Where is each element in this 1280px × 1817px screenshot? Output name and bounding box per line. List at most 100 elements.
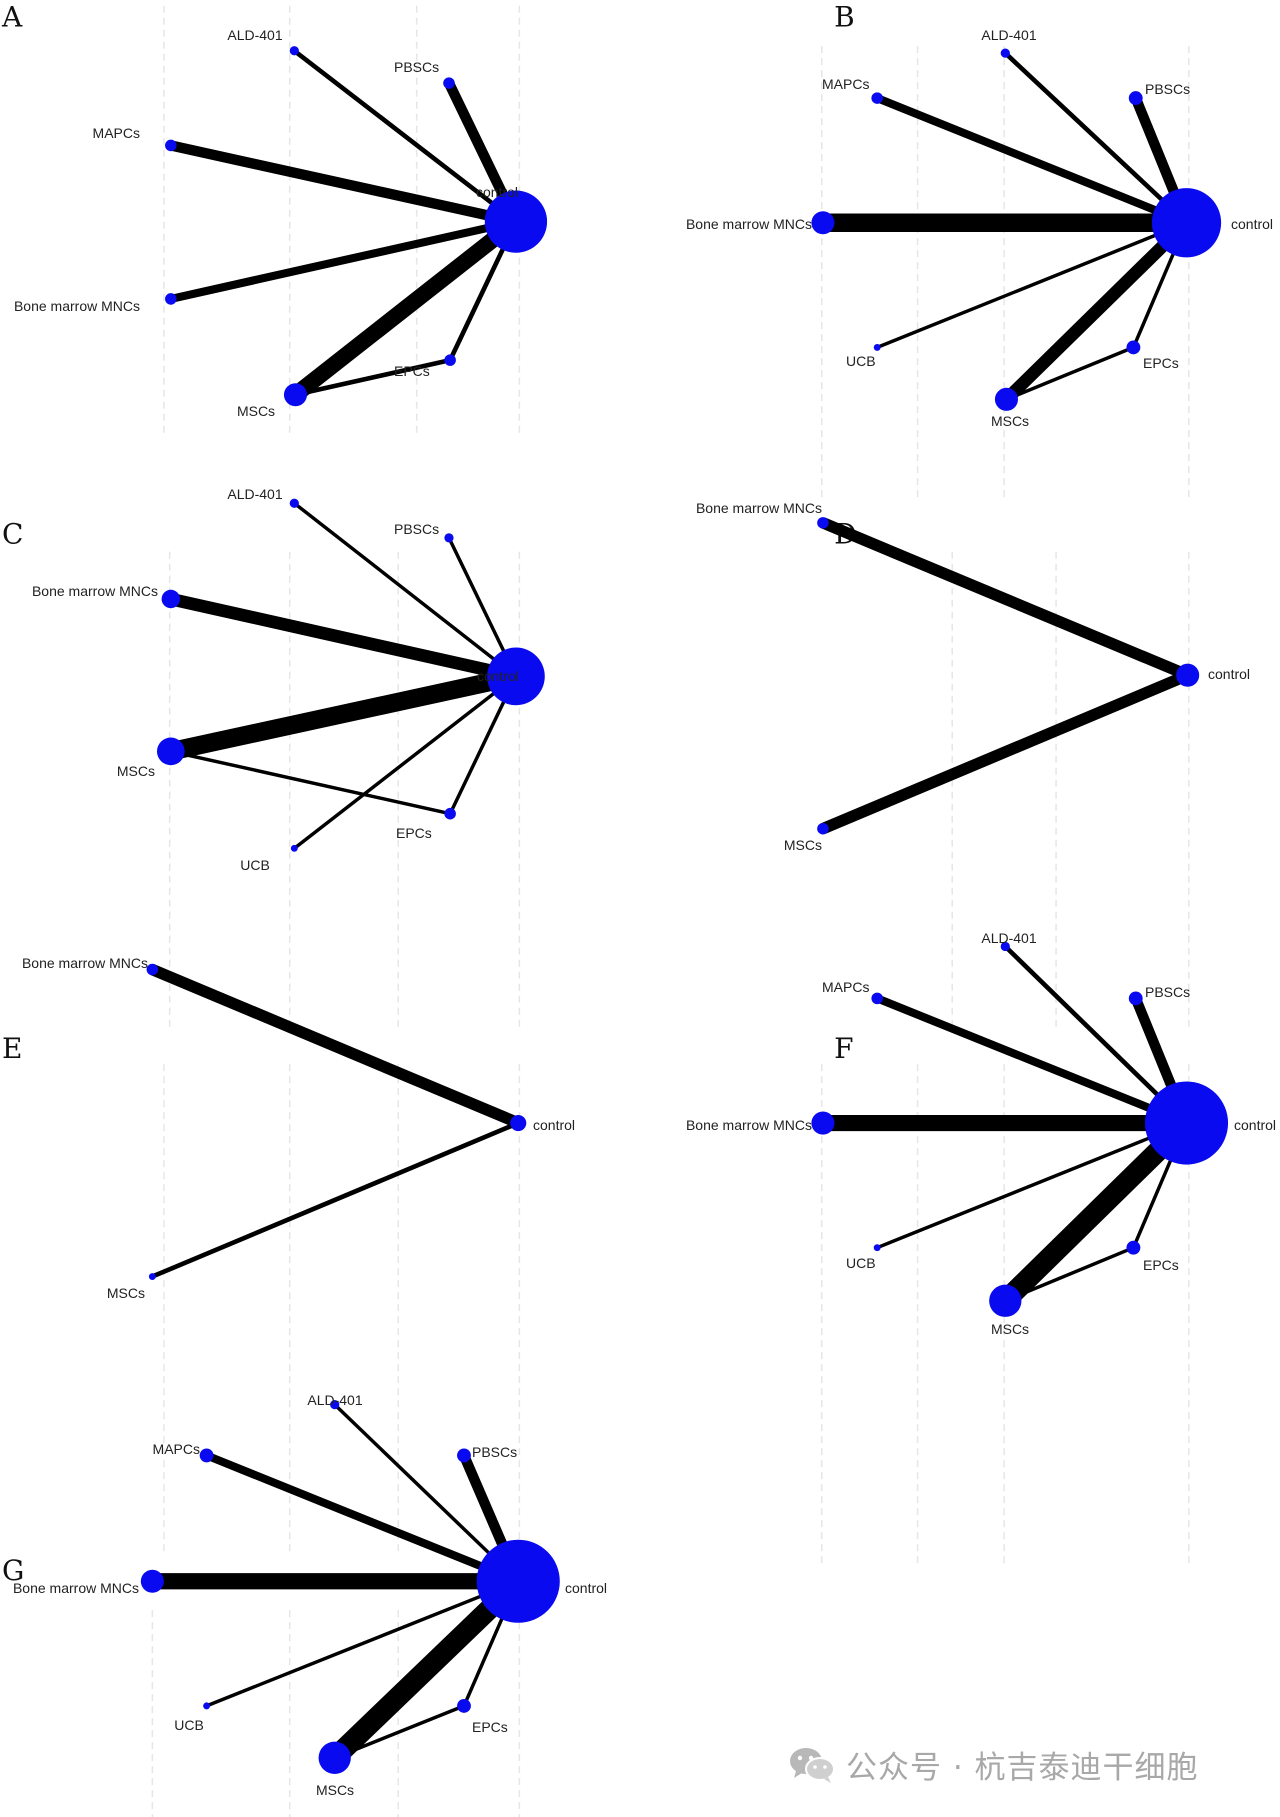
node-mscs: [989, 1284, 1022, 1317]
node-label-epcs: EPCs: [394, 363, 430, 379]
node-label-mscs: MSCs: [991, 413, 1029, 429]
node-bone-marrow-mncs: [817, 517, 829, 529]
node-bone-marrow-mncs: [165, 293, 177, 305]
node-ald-401: [1000, 941, 1010, 952]
edge-control-to-ucb: [293, 674, 517, 850]
node-label-control: control: [565, 1580, 607, 1596]
node-ucb: [873, 343, 881, 351]
edge-control-to-bone-marrow-mncs: [150, 964, 521, 1129]
node-control: [1144, 1081, 1229, 1165]
node-label-bone-marrow-mncs: Bone marrow MNCs: [14, 298, 140, 314]
node-label-mscs: MSCs: [237, 403, 275, 419]
edge-control-to-ald-401: [333, 1403, 520, 1583]
node-mscs: [318, 1741, 351, 1774]
edge-control-to-mapcs: [169, 140, 518, 227]
edge-control-to-ald-401: [293, 501, 517, 678]
node-ald-401: [289, 46, 299, 56]
node-mapcs: [199, 1448, 214, 1463]
edge-control-to-bone-marrow-mncs: [820, 517, 1190, 681]
edge-control-to-ald-401: [1003, 51, 1189, 225]
node-label-control: control: [1234, 1117, 1276, 1133]
node-mscs: [156, 737, 185, 766]
edge-mscs-to-epcs: [1004, 1246, 1135, 1303]
node-mscs: [994, 387, 1018, 411]
node-bone-marrow-mncs: [811, 211, 835, 235]
node-label-mscs: MSCs: [316, 1782, 354, 1798]
edge-control-to-ald-401: [292, 48, 518, 224]
edge-control-to-mapcs: [875, 94, 1189, 227]
edge-control-to-mscs: [151, 1120, 520, 1279]
edge-control-to-mscs: [998, 1115, 1194, 1309]
node-label-control: control: [476, 184, 518, 200]
node-label-bone-marrow-mncs: Bone marrow MNCs: [13, 1580, 139, 1596]
node-control: [484, 190, 548, 253]
node-label-ald-401: ALD-401: [227, 27, 282, 43]
edge-control-to-mscs: [820, 669, 1190, 835]
node-ald-401: [330, 1400, 340, 1410]
node-ucb: [873, 1244, 881, 1252]
node-bone-marrow-mncs: [140, 1569, 164, 1593]
node-mapcs: [871, 92, 883, 104]
node-label-mapcs: MAPCs: [822, 76, 869, 92]
node-label-ucb: UCB: [174, 1717, 204, 1733]
node-label-pbscs: PBSCs: [394, 521, 439, 537]
node-label-control: control: [1231, 216, 1273, 232]
node-label-bone-marrow-mncs: Bone marrow MNCs: [686, 216, 812, 232]
node-epcs: [457, 1698, 471, 1713]
node-label-ald-401: ALD-401: [981, 27, 1036, 43]
node-control: [510, 1114, 527, 1132]
node-label-bone-marrow-mncs: Bone marrow MNCs: [32, 583, 158, 599]
panel-letter: B: [834, 0, 855, 33]
node-label-ucb: UCB: [240, 857, 270, 873]
edge-control-to-bone-marrow-mncs: [169, 592, 518, 683]
node-label-pbscs: PBSCs: [1145, 984, 1190, 1000]
node-label-mapcs: MAPCs: [93, 125, 140, 141]
node-pbscs: [444, 533, 454, 543]
node-mapcs: [871, 992, 883, 1005]
node-label-ald-401: ALD-401: [981, 930, 1036, 946]
node-control: [487, 647, 545, 706]
node-bone-marrow-mncs: [811, 1111, 835, 1135]
node-pbscs: [1128, 91, 1143, 106]
node-label-ucb: UCB: [846, 1255, 876, 1271]
node-label-control: control: [477, 668, 519, 684]
edge-control-to-ald-401: [1003, 944, 1189, 1125]
node-pbscs: [1128, 991, 1143, 1006]
edge-control-to-mapcs: [875, 994, 1189, 1127]
node-ucb: [203, 1702, 211, 1710]
node-ucb: [290, 844, 298, 852]
node-label-pbscs: PBSCs: [472, 1444, 517, 1460]
watermark: 公众号 · 杭吉泰迪干细胞: [788, 1742, 1199, 1787]
node-control: [1176, 663, 1200, 687]
node-label-bone-marrow-mncs: Bone marrow MNCs: [696, 500, 822, 516]
node-label-mscs: MSCs: [117, 763, 155, 779]
node-ald-401: [1000, 48, 1010, 58]
panel-letter: A: [1, 0, 23, 33]
node-label-mapcs: MAPCs: [153, 1441, 200, 1457]
node-bone-marrow-mncs: [161, 589, 181, 609]
edge-control-to-ucb: [876, 1121, 1188, 1250]
node-mscs: [148, 1273, 156, 1281]
edge-mscs-to-epcs: [170, 749, 451, 816]
node-epcs: [444, 807, 456, 820]
node-label-ald-401: ALD-401: [307, 1392, 362, 1408]
node-label-control: control: [1208, 666, 1250, 682]
node-label-mscs: MSCs: [784, 837, 822, 853]
panel-letter: E: [2, 1032, 22, 1065]
edge-control-to-mscs: [168, 667, 518, 761]
edge-control-to-mscs: [1002, 218, 1191, 404]
node-label-mscs: MSCs: [991, 1321, 1029, 1337]
node-mscs: [283, 383, 308, 407]
node-pbscs: [457, 1448, 471, 1463]
edge-control-to-bone-marrow-mncs: [169, 217, 517, 303]
node-label-epcs: EPCs: [1143, 1257, 1179, 1273]
node-label-mscs: MSCs: [107, 1285, 145, 1301]
node-label-bone-marrow-mncs: Bone marrow MNCs: [686, 1117, 812, 1133]
node-ald-401: [289, 498, 299, 508]
